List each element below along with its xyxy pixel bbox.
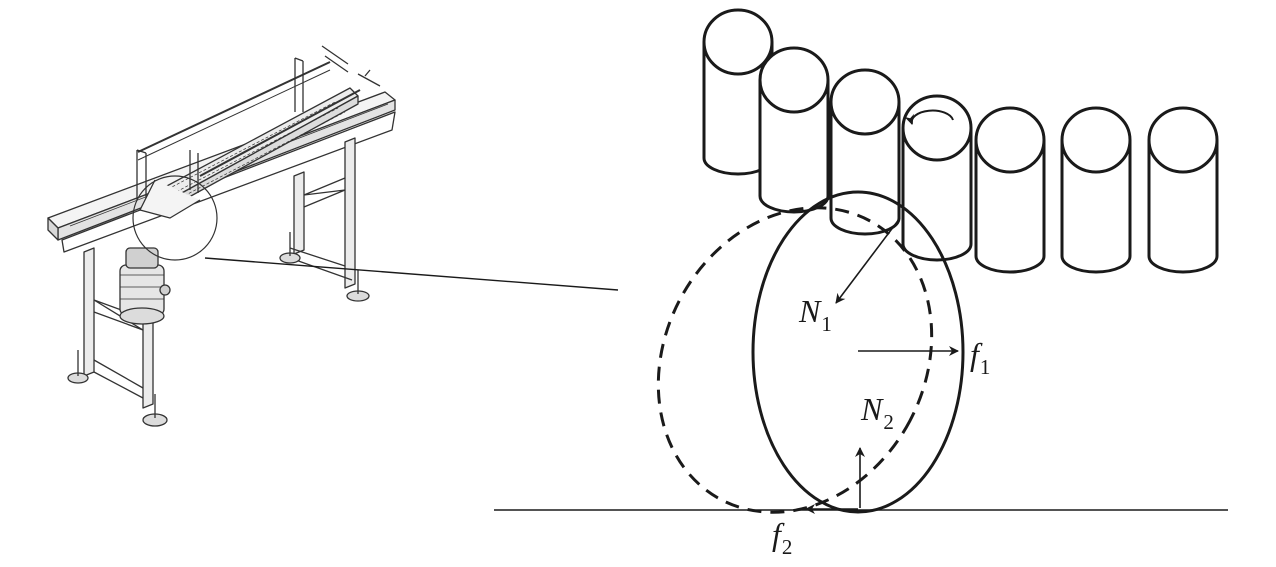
force-arrows (805, 217, 959, 514)
guide-rails (136, 45, 381, 219)
can-upright-outline (751, 190, 965, 514)
rotation-arrow-icon (904, 109, 954, 125)
can-3 (829, 68, 901, 236)
label-f1: f1 (970, 338, 990, 378)
can-6 (1060, 106, 1132, 274)
label-N1: N1 (799, 295, 832, 335)
label-f2: f2 (772, 518, 792, 558)
label-f2-index: 2 (781, 535, 793, 559)
label-N1-index: 1 (821, 312, 832, 336)
can-row (702, 8, 1219, 274)
fallen-can-outline (656, 190, 965, 514)
label-f1-index: 1 (979, 355, 991, 379)
detail-callout-circle (132, 175, 218, 261)
can-4-rotating (901, 94, 973, 262)
support-legs (67, 137, 370, 427)
arrow-N1 (835, 217, 901, 304)
label-N2-symbol: N (861, 391, 883, 427)
conveyor-machine-illustration (47, 45, 396, 427)
can-5 (974, 106, 1046, 274)
label-f2-symbol: f (772, 516, 781, 552)
can-tilted-outline (656, 206, 934, 514)
label-f1-symbol: f (970, 336, 979, 372)
drive-motor (119, 247, 171, 325)
label-N2: N2 (861, 393, 894, 433)
can-2 (758, 46, 830, 214)
callout-leader-line (204, 257, 619, 291)
can-1 (702, 8, 774, 176)
can-7 (1147, 106, 1219, 274)
label-N1-symbol: N (799, 293, 821, 329)
label-N2-index: 2 (883, 410, 894, 434)
